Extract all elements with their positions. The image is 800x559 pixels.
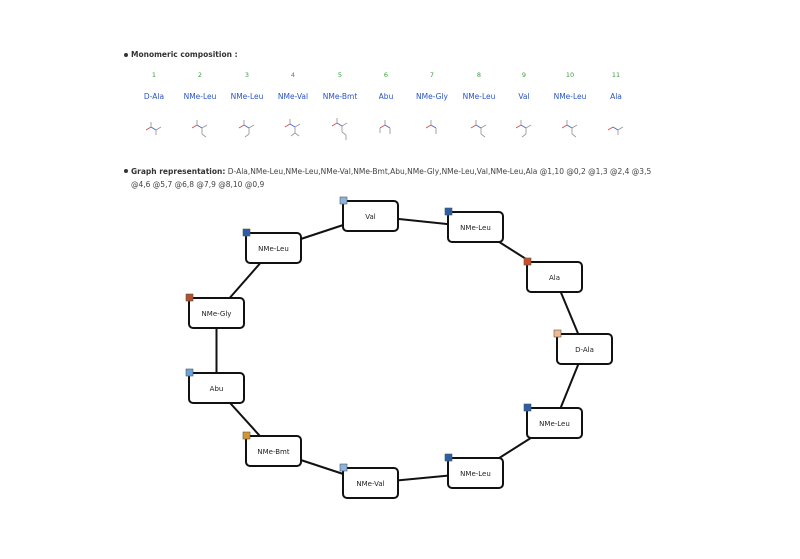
graph-node[interactable]: NMe-Bmt xyxy=(242,431,302,467)
graph-node[interactable]: NMe-Val xyxy=(339,463,399,499)
node-label: NMe-Leu xyxy=(460,224,491,232)
graph-node[interactable]: NMe-Leu xyxy=(444,453,504,489)
node-label: Abu xyxy=(210,385,224,393)
monomer-name-link[interactable]: Ala xyxy=(610,92,622,101)
monomer-name-link[interactable]: NMe-Leu xyxy=(183,92,217,101)
graph-node[interactable]: Abu xyxy=(185,368,245,404)
monomer-index: 6 xyxy=(383,71,389,79)
node-box[interactable] xyxy=(188,372,245,404)
graph-node[interactable]: NMe-Leu xyxy=(523,403,583,439)
monomer-index: 2 xyxy=(197,71,203,79)
node-box[interactable] xyxy=(342,200,399,232)
composition-title: Monomeric composition : xyxy=(131,50,238,59)
node-box[interactable] xyxy=(245,232,302,264)
monomer-index: 11 xyxy=(611,71,621,79)
graph-representation: Graph representation: D-Ala,NMe-Leu,NMe-… xyxy=(131,165,671,191)
node-color-marker xyxy=(339,196,348,205)
bullet-icon xyxy=(124,169,128,173)
node-label: Ala xyxy=(549,274,560,282)
node-label: D-Ala xyxy=(575,346,594,354)
graph-node[interactable]: NMe-Leu xyxy=(444,207,504,243)
graph-node[interactable]: Ala xyxy=(523,257,583,293)
node-label: NMe-Gly xyxy=(202,310,232,318)
monomer-structure-icon xyxy=(425,120,437,134)
monomer-index: 8 xyxy=(476,71,482,79)
monomer-structure-icon xyxy=(191,120,208,138)
monomer-index: 7 xyxy=(429,71,435,79)
node-box[interactable] xyxy=(447,457,504,489)
node-label: Val xyxy=(365,213,376,221)
monomer-index: 4 xyxy=(290,71,296,79)
node-color-marker xyxy=(444,453,453,462)
monomer-structure-icon xyxy=(238,120,255,138)
monomer-structure-icon xyxy=(561,120,578,138)
node-label: NMe-Leu xyxy=(460,470,491,478)
node-box[interactable] xyxy=(245,435,302,467)
monomer-structure-icon xyxy=(607,126,624,135)
monomer-name-link[interactable]: Val xyxy=(518,92,530,101)
node-color-marker xyxy=(444,207,453,216)
monomer-index: 3 xyxy=(244,71,250,79)
graph-node[interactable]: Val xyxy=(339,196,399,232)
monomer-name-link[interactable]: NMe-Val xyxy=(277,92,309,101)
monomer-name-link[interactable]: D-Ala xyxy=(143,92,165,101)
node-box[interactable] xyxy=(526,407,583,439)
node-label: NMe-Bmt xyxy=(257,448,289,456)
monomer-structure-icon xyxy=(470,120,487,138)
node-box[interactable] xyxy=(447,211,504,243)
monomer-name-link[interactable]: NMe-Gly xyxy=(415,92,448,101)
graph-node[interactable]: NMe-Leu xyxy=(242,228,302,264)
graph-node[interactable]: D-Ala xyxy=(553,329,613,365)
node-color-marker xyxy=(242,228,251,237)
monomer-structure-icon xyxy=(331,118,348,140)
graph-notation: D-Ala,NMe-Leu,NMe-Leu,NMe-Val,NMe-Bmt,Ab… xyxy=(131,167,652,189)
monomer-structure-icon xyxy=(284,119,301,137)
node-color-marker xyxy=(185,368,194,377)
monomer-index: 5 xyxy=(337,71,343,79)
monomer-name-link[interactable]: NMe-Leu xyxy=(230,92,264,101)
monomer-name-link[interactable]: NMe-Leu xyxy=(462,92,496,101)
node-label: NMe-Leu xyxy=(539,420,570,428)
monomer-index: 9 xyxy=(521,71,527,79)
node-color-marker xyxy=(185,293,194,302)
bullet-icon xyxy=(124,53,128,57)
monomer-index: 1 xyxy=(151,71,157,79)
graph-title: Graph representation: xyxy=(131,167,226,176)
node-color-marker xyxy=(553,329,562,338)
node-label: NMe-Leu xyxy=(258,245,289,253)
node-color-marker xyxy=(523,403,532,412)
graph-node[interactable]: NMe-Gly xyxy=(185,293,245,329)
monomer-name-link[interactable]: Abu xyxy=(378,92,394,101)
node-box[interactable] xyxy=(526,261,583,293)
monomer-name-link[interactable]: NMe-Leu xyxy=(553,92,587,101)
node-color-marker xyxy=(242,431,251,440)
node-label: NMe-Val xyxy=(356,480,384,488)
monomer-structure-icon xyxy=(515,120,532,138)
node-box[interactable] xyxy=(556,333,613,365)
node-box[interactable] xyxy=(188,297,245,329)
node-box[interactable] xyxy=(342,467,399,499)
monomer-structure-icon xyxy=(145,122,162,135)
monomer-structure-icon xyxy=(379,120,391,134)
node-color-marker xyxy=(523,257,532,266)
monomer-name-link[interactable]: NMe-Bmt xyxy=(322,92,358,101)
monomer-index: 10 xyxy=(565,71,575,79)
node-color-marker xyxy=(339,463,348,472)
